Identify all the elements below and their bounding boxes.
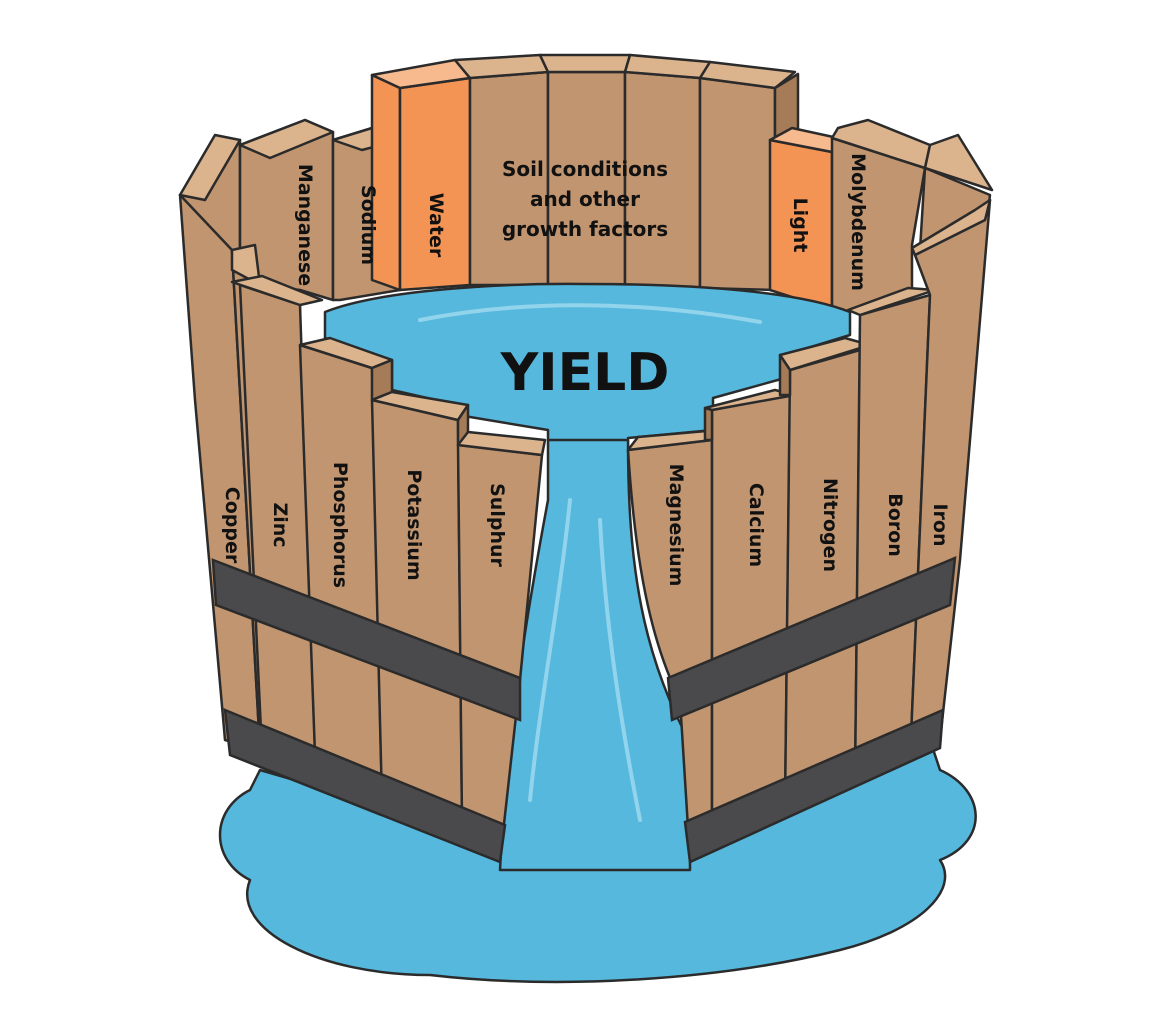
back-stave-labels: Manganese Sodium Water Light Molybdenum: [294, 153, 869, 291]
barrel-band-lower-right: [683, 708, 945, 864]
stave-label-boron: Boron: [884, 493, 906, 557]
front-left-stave-labels: Copper Zinc Phosphorus Potassium Sulphur: [221, 462, 508, 588]
stave-label-copper: Copper: [221, 487, 243, 564]
center-label-line-2: and other: [530, 187, 640, 211]
stave-label-zinc: Zinc: [269, 502, 291, 547]
stave-label-manganese: Manganese: [294, 164, 316, 286]
barrel-band-lower-left: [223, 708, 507, 864]
stave-label-sulphur: Sulphur: [486, 483, 508, 567]
yield-title: YIELD: [500, 343, 670, 403]
stave-label-nitrogen: Nitrogen: [819, 478, 841, 572]
center-label-line-1: Soil conditions: [502, 157, 668, 181]
stave-label-potassium: Potassium: [403, 469, 425, 580]
stave-label-magnesium: Magnesium: [665, 464, 687, 587]
front-right-stave-labels: Magnesium Calcium Nitrogen Boron Iron: [665, 464, 951, 587]
center-stave-label: Soil conditions and other growth factors: [502, 157, 668, 241]
stave-label-calcium: Calcium: [745, 483, 767, 567]
center-label-line-3: growth factors: [502, 217, 668, 241]
barrel-front-left: [178, 193, 547, 864]
barrel-band-upper-left: [211, 558, 522, 722]
stave-label-phosphorus: Phosphorus: [329, 462, 351, 588]
stave-label-light: Light: [789, 198, 811, 253]
stave-label-water: Water: [425, 193, 447, 258]
barrel-band-upper-right: [666, 556, 957, 722]
stave-label-sodium: Sodium: [357, 185, 379, 265]
barrel-back-wall: [178, 53, 994, 314]
stave-label-molybdenum: Molybdenum: [847, 153, 869, 291]
stave-label-iron: Iron: [929, 503, 951, 546]
barrel-front-right: [626, 198, 992, 864]
